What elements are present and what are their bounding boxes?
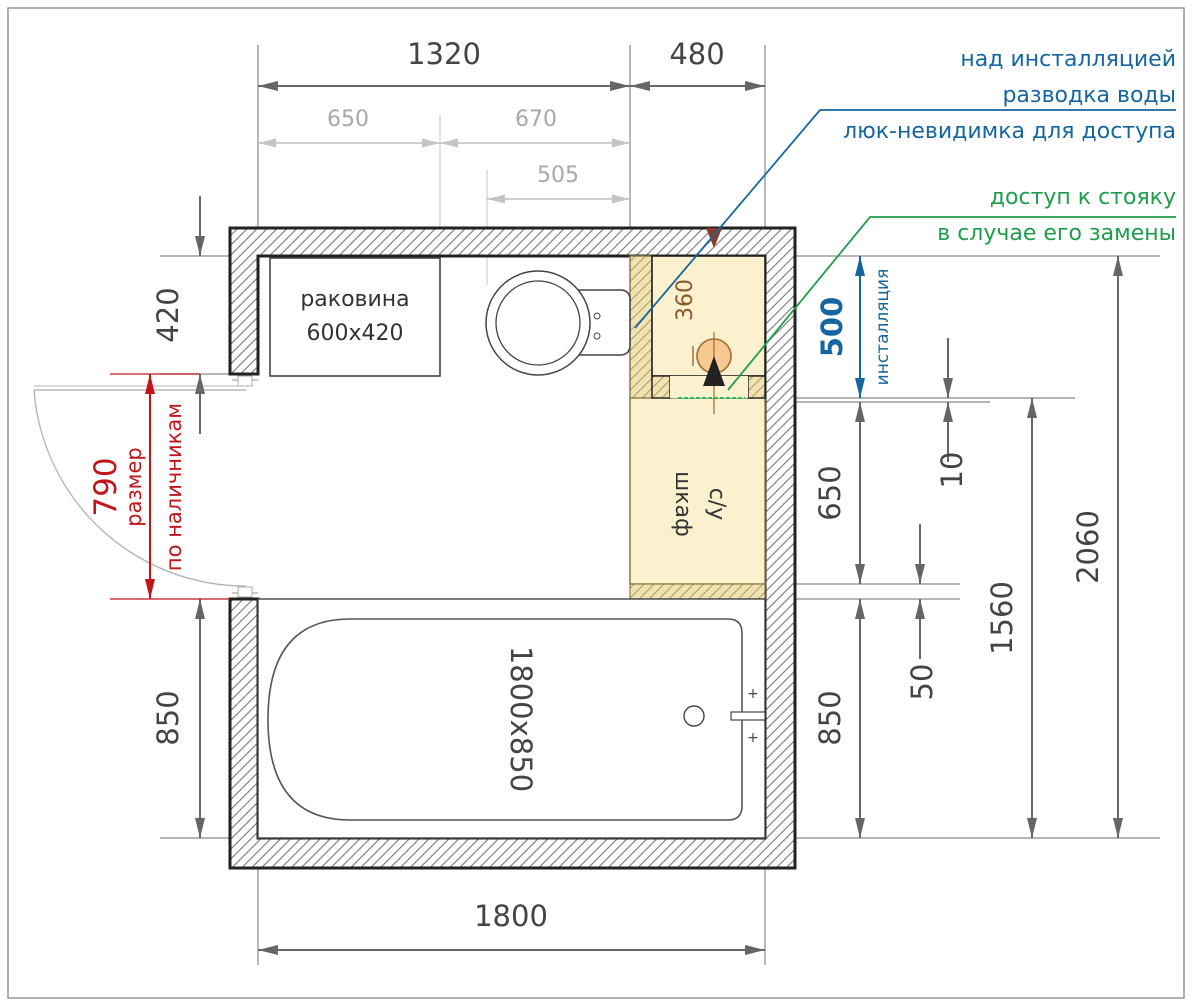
dim-10: 10 xyxy=(935,452,969,489)
bathtub: + + 1800x850 xyxy=(257,598,766,839)
dim-505-gray: 505 xyxy=(537,163,579,188)
dim-650-right: 650 xyxy=(813,465,847,520)
cabinet-label-line2: с/у xyxy=(704,488,729,521)
dim-650-gray: 650 xyxy=(327,107,369,132)
install-label: инсталляция xyxy=(873,269,893,386)
sink-label: раковина xyxy=(300,287,409,312)
faucet-icon xyxy=(730,711,766,721)
toilet-cabinet xyxy=(629,397,766,585)
cabinet-label-line1: шкаф xyxy=(670,471,695,537)
door-size-casing: по наличникам xyxy=(162,403,186,571)
note-blue-leader xyxy=(634,109,1176,329)
note-blue-line1: над инсталляцией xyxy=(960,47,1176,72)
dim-420: 420 xyxy=(151,287,185,342)
left-dimensions: 420 850 790 размер по наличникам xyxy=(88,196,230,838)
dim-790: 790 xyxy=(88,457,124,516)
dim-850-right: 850 xyxy=(813,690,847,745)
dim-1560: 1560 xyxy=(985,581,1019,655)
drawing-frame xyxy=(7,7,1185,999)
notes: над инсталляцией разводка воды люк-невид… xyxy=(634,47,1176,391)
door xyxy=(33,375,258,598)
note-green-line2: в случае его замены xyxy=(937,221,1176,246)
dim-1800: 1800 xyxy=(474,899,548,933)
note-blue-line3: люк-невидимка для доступа xyxy=(843,119,1176,144)
dim-2060: 2060 xyxy=(1071,510,1105,584)
top-dimensions: 1320 480 650 670 505 xyxy=(258,37,765,204)
dim-500: 500 xyxy=(815,297,849,358)
dim-480: 480 xyxy=(669,37,724,71)
door-swing-arc xyxy=(33,389,247,587)
toilet xyxy=(485,270,631,376)
svg-text:+: + xyxy=(747,730,759,746)
note-blue-line2: разводка воды xyxy=(1002,83,1176,108)
sink: раковина 600x420 xyxy=(269,257,441,377)
bathtub-size: 1800x850 xyxy=(504,646,538,792)
dim-50: 50 xyxy=(905,664,939,701)
sink-outline xyxy=(269,257,441,377)
dim-670-gray: 670 xyxy=(515,107,557,132)
box-360-label: 360 xyxy=(673,279,698,321)
cabinet-label: шкаф с/у xyxy=(670,471,729,537)
svg-text:+: + xyxy=(747,686,759,702)
drain-icon xyxy=(683,705,705,727)
right-dimensions: 500 инсталляция 650 850 10 50 1560 2060 xyxy=(813,256,1123,838)
bottom-dimension: 1800 xyxy=(258,899,765,955)
bathtub-inner xyxy=(267,618,743,821)
installation-zone xyxy=(629,228,766,600)
note-green-leader xyxy=(727,216,1176,391)
note-green-line1: доступ к стояку xyxy=(990,185,1176,210)
riser-arrow-icon xyxy=(703,356,725,386)
door-size-label: размер xyxy=(122,447,146,526)
dim-850-left: 850 xyxy=(151,690,185,745)
dim-1320: 1320 xyxy=(407,37,481,71)
sink-size: 600x420 xyxy=(306,321,403,346)
